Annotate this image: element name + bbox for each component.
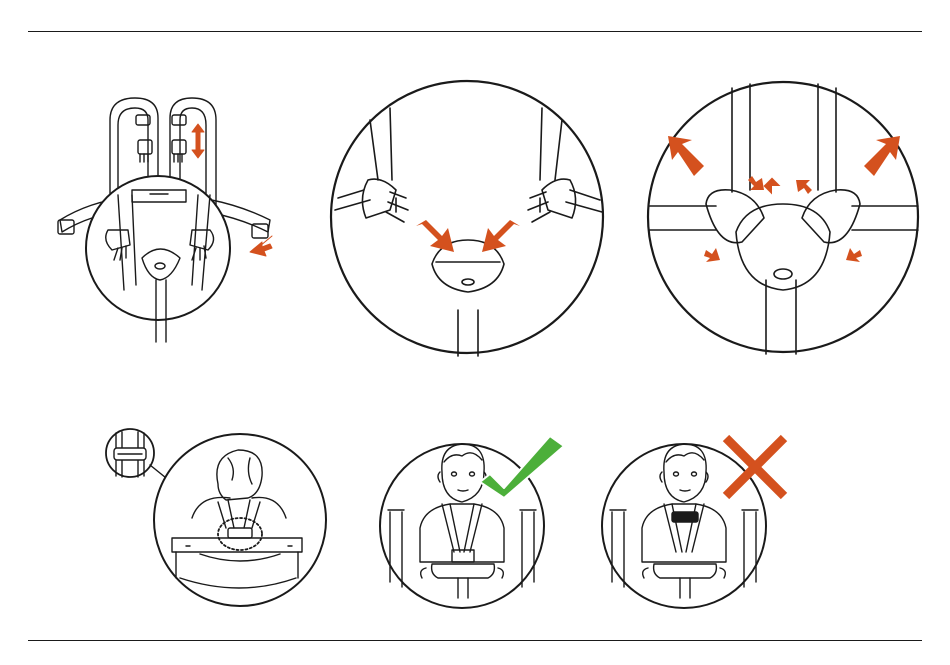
buckle-release-illustration [646, 80, 922, 356]
chest-clip-detail-illustration [100, 428, 332, 612]
buckle-insert-illustration [330, 80, 610, 360]
magnifier-callout-icon [106, 429, 154, 477]
harness-overview-illustration [40, 90, 280, 350]
bottom-divider [28, 640, 922, 641]
top-divider [28, 31, 922, 32]
incorrect-fit-illustration [600, 432, 794, 610]
correct-fit-illustration [378, 432, 572, 610]
